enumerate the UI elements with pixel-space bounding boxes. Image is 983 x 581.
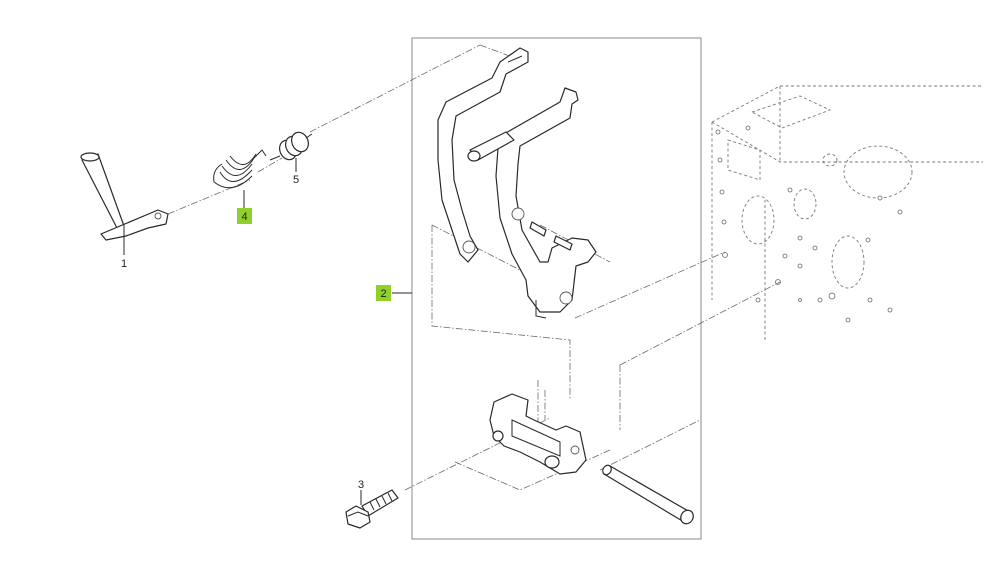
callout-2-highlight (376, 285, 391, 301)
assembly-frame (411, 37, 702, 540)
callout-leaders (123, 158, 412, 505)
assembly-phantom-lines (167, 44, 781, 491)
engine-block-outline (711, 85, 983, 340)
guide-rod[interactable] (601, 464, 696, 526)
part-1-lever[interactable] (80, 152, 169, 241)
callout-3-label[interactable]: 3 (358, 479, 364, 491)
callout-4-highlight (237, 208, 252, 224)
callout-4-label[interactable]: 4 (241, 211, 247, 223)
part-4-tension-spring[interactable] (213, 149, 267, 189)
part-3-bolt[interactable] (345, 489, 399, 529)
callout-5-label[interactable]: 5 (293, 174, 299, 186)
part-2-shift-fork-assembly[interactable] (437, 47, 597, 475)
callout-2-label[interactable]: 2 (380, 288, 386, 300)
callout-1-label[interactable]: 1 (121, 258, 127, 270)
part-5-compression-spring[interactable] (269, 130, 313, 163)
